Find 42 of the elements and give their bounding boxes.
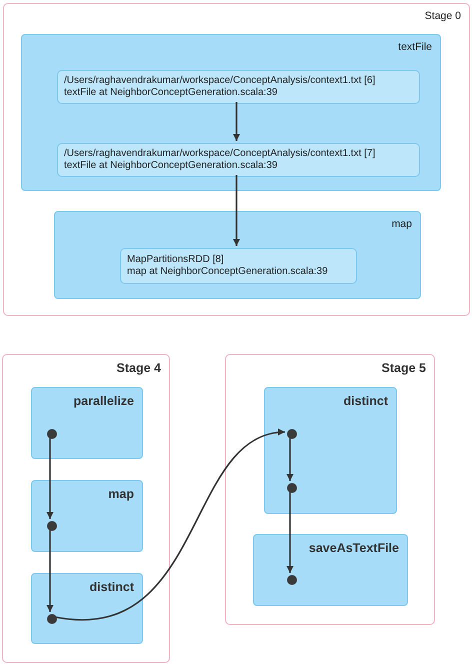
rdd-name: MapPartitionsRDD [8] (127, 254, 224, 266)
operation-title: distinct (344, 394, 388, 408)
stage-panel (225, 354, 435, 625)
operation-title: map (392, 218, 412, 230)
rdd-box (57, 143, 420, 177)
stage-panel (2, 354, 170, 663)
rdd-box (57, 70, 420, 104)
operation-box (54, 211, 421, 299)
arrow (286, 437, 294, 481)
arrow (286, 491, 294, 573)
call-site: textFile at NeighborConceptGeneration.scala:39 (64, 160, 278, 172)
operation-title: parallelize (74, 394, 134, 408)
stage-title: Stage 4 (116, 361, 161, 375)
dot (287, 429, 297, 439)
call-site: textFile at NeighborConceptGeneration.scala:39 (64, 87, 278, 99)
operation-title: textFile (398, 41, 432, 53)
operation-box (31, 480, 143, 552)
dot (287, 575, 297, 585)
rdd-name: /Users/raghavendrakumar/workspace/ConceptAnalysis/context1.txt [7] (64, 148, 376, 160)
arrow (233, 175, 240, 246)
operation-title: saveAsTextFile (308, 541, 399, 555)
stage-panel (3, 3, 470, 316)
operation-title: distinct (90, 580, 134, 594)
operation-box (31, 573, 143, 644)
arrow (54, 430, 286, 620)
operation-box (21, 34, 441, 191)
rdd-box (120, 248, 357, 284)
arrow (233, 102, 240, 141)
operation-box (264, 387, 397, 514)
stage-title: Stage 5 (382, 361, 426, 375)
dot (47, 429, 57, 439)
stage-title: Stage 0 (424, 10, 461, 22)
operation-box (253, 534, 408, 606)
operation-box (31, 387, 143, 459)
dot (287, 483, 297, 493)
rdd-name: /Users/raghavendrakumar/workspace/ConceptAnalysis/context1.txt [6] (64, 75, 376, 87)
arrow (46, 437, 54, 519)
call-site: map at NeighborConceptGeneration.scala:39 (127, 266, 328, 278)
dot (47, 521, 57, 531)
dot (47, 614, 57, 624)
operation-title: map (108, 487, 134, 501)
arrow (46, 529, 54, 612)
